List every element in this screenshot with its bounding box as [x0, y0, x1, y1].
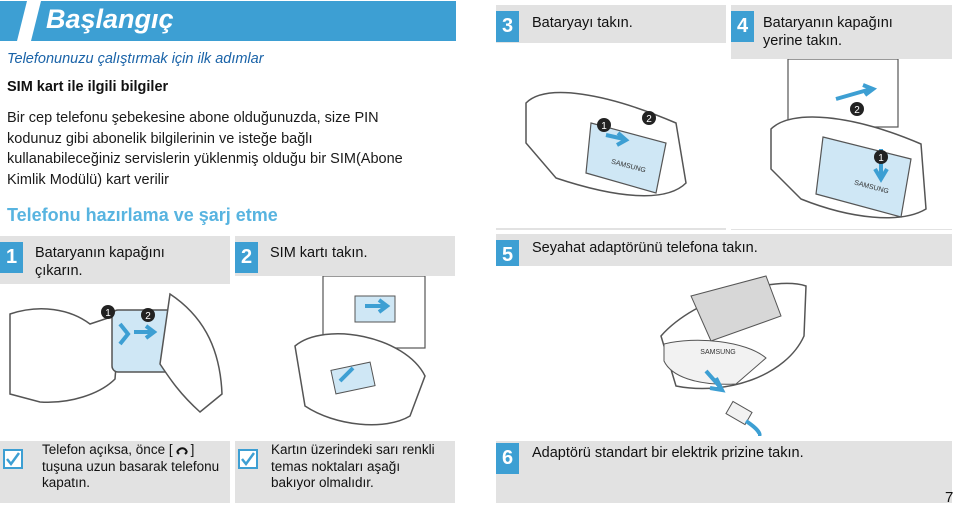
step-4-text: Bataryanın kapağını yerine takın. [763, 14, 893, 50]
marker-two: 2 [145, 311, 151, 322]
step-2-panel: 2 SIM kartı takın. [235, 236, 455, 436]
step-5-text: Seyahat adaptörünü telefona takın. [532, 239, 758, 257]
step-5-line: Seyahat adaptörünü telefona takın. [532, 240, 758, 256]
step-5-number: 5 [496, 240, 519, 271]
note-1-line: Telefon açıksa, önce [ [42, 442, 173, 457]
check-icon [3, 449, 23, 469]
title-bar: Başlangıç [0, 1, 456, 41]
marker-one: 1 [105, 308, 111, 319]
step-6-number: 6 [496, 443, 519, 474]
sim-line: Kimlik Modülü) kart verilir [7, 171, 169, 188]
note-1-line: tuşuna uzun basarak telefonu [42, 458, 220, 474]
step-4-panel: 4 Bataryanın kapağını yerine takın. SAMS… [731, 5, 952, 230]
adapter-illustration: SAMSUNG [496, 266, 952, 436]
marker-one: 1 [878, 153, 884, 164]
step-1-line: Bataryanın kapağını [35, 245, 165, 261]
step-2-number: 2 [235, 242, 258, 273]
step-1-panel: 1 Bataryanın kapağını çıkarın. 1 2 [0, 236, 230, 444]
note-2-line: bakıyor olmalıdır. [271, 475, 374, 490]
sim-heading: SIM kart ile ilgili bilgiler [7, 79, 169, 95]
step-1-number: 1 [0, 242, 23, 273]
step-6-text: Adaptörü standart bir elektrik prizine t… [532, 444, 804, 462]
step-4-number: 4 [731, 11, 754, 42]
sim-line: Bir cep telefonu şebekesine abone olduğu… [7, 110, 379, 126]
note-1-line: ] [190, 442, 195, 457]
marker-one: 1 [601, 121, 607, 132]
phone-logo: SAMSUNG [700, 349, 735, 356]
page-title: Başlangıç [46, 4, 174, 34]
intro-subtitle: Telefonunuzu çalıştırmak için ilk adımla… [7, 51, 264, 67]
check-icon [238, 449, 258, 469]
note-1: Telefon açıksa, önce [] tuşuna uzun basa… [0, 441, 230, 503]
step-6-line: Adaptörü standart bir elektrik prizine t… [532, 445, 804, 461]
note-1-text: Telefon açıksa, önce [] tuşuna uzun basa… [42, 442, 219, 492]
note-2-line: temas noktaları aşağı [271, 458, 401, 474]
step-6-panel: 6 Adaptörü standart bir elektrik prizine… [496, 441, 952, 503]
replace-cover-illustration: SAMSUNG 1 2 [731, 59, 952, 229]
step-2-text: SIM kartı takın. [270, 244, 368, 262]
step-1-text: Bataryanın kapağını çıkarın. [35, 244, 165, 280]
insert-battery-illustration: SAMSUNG 1 2 [496, 43, 726, 228]
note-1-line: kapatın. [42, 475, 91, 490]
step-3-panel: 3 Bataryayı takın. SAMSUNG 1 2 [496, 5, 726, 230]
step-3-number: 3 [496, 11, 519, 42]
sim-line: kullanabileceğiniz servislerin yüklenmiş… [7, 151, 403, 167]
insert-sim-illustration [235, 276, 455, 436]
step-3-text: Bataryayı takın. [532, 14, 633, 32]
remove-cover-illustration: 1 2 [0, 284, 230, 444]
sim-line: kodunuz gibi abonelik bilgilerinin ve is… [7, 130, 313, 147]
note-2-text: Kartın üzerindeki sarı renkli temas nokt… [271, 442, 435, 492]
step-3-line: Bataryayı takın. [532, 15, 633, 31]
sim-paragraph: Bir cep telefonu şebekesine abone olduğu… [7, 108, 447, 190]
page-number: 7 [945, 489, 954, 506]
title-accent [17, 1, 41, 41]
step-4-line: Bataryanın kapağını [763, 15, 893, 31]
note-2-line: Kartın üzerindeki sarı renkli [271, 442, 435, 457]
section-heading: Telefonu hazırlama ve şarj etme [7, 205, 278, 225]
step-4-line: yerine takın. [763, 33, 842, 49]
step-1-line: çıkarın. [35, 263, 83, 279]
note-2: Kartın üzerindeki sarı renkli temas nokt… [235, 441, 455, 503]
marker-two: 2 [854, 105, 860, 116]
step-2-line: SIM kartı takın. [270, 245, 368, 261]
step-5-panel: 5 Seyahat adaptörünü telefona takın. SAM… [496, 234, 952, 436]
phone-end-icon [175, 447, 188, 455]
marker-two: 2 [646, 114, 652, 125]
